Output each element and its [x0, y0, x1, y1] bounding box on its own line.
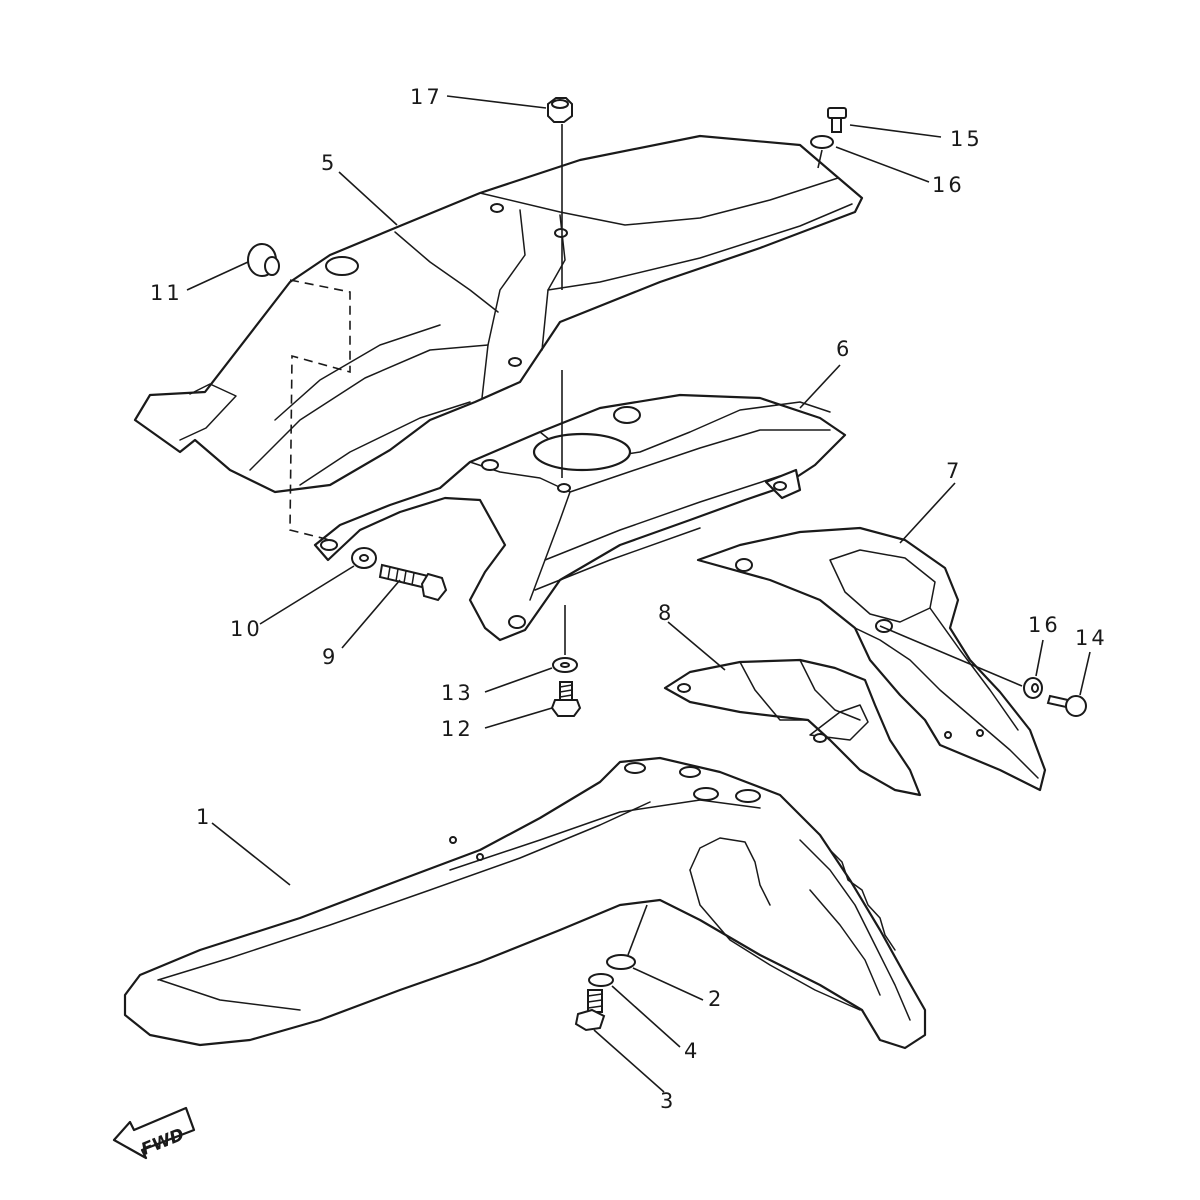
part-15-bolt: [827, 107, 847, 133]
callout-10: 10: [230, 617, 263, 641]
callout-11: 11: [150, 281, 183, 305]
assembly-lines: [289, 124, 1023, 956]
part-9-bolt: [378, 563, 448, 602]
part-10-collar: [351, 547, 377, 569]
part-16-washer-right: [1023, 677, 1043, 699]
callout-2: 2: [708, 987, 724, 1011]
part-17-nut: [547, 97, 573, 123]
part-4-washer: [588, 973, 614, 987]
callout-14: 14: [1075, 626, 1108, 650]
callout-15: 15: [950, 127, 983, 151]
callout-17: 17: [410, 85, 443, 109]
callout-3: 3: [660, 1089, 676, 1113]
fwd-direction-arrow: FWD: [112, 1106, 196, 1160]
callout-13: 13: [441, 681, 474, 705]
callout-labels: 17 5 11 15 16 6 7 8 16 14 10 9 13 12 1 2…: [150, 85, 1108, 1113]
callout-4: 4: [684, 1039, 700, 1063]
callout-8: 8: [658, 601, 674, 625]
part-8-flap: [663, 658, 922, 797]
leader-lines: [186, 95, 1091, 1093]
part-12-bolt: [550, 681, 582, 717]
part-1-rear-fender: [123, 756, 927, 1050]
callout-16-top: 16: [932, 173, 965, 197]
callout-16-right: 16: [1028, 613, 1061, 637]
callout-9: 9: [322, 645, 338, 669]
callout-12: 12: [441, 717, 474, 741]
part-3-bolt: [574, 989, 606, 1032]
part-13-washer: [552, 657, 578, 673]
part-11-grommet: [247, 243, 280, 277]
callout-7: 7: [946, 459, 962, 483]
part-5-rear-cover: [133, 134, 864, 494]
callout-6: 6: [836, 337, 852, 361]
part-7-side-cover: [696, 526, 1047, 792]
part-16-washer-top: [810, 135, 834, 149]
part-6-inner-fender: [313, 393, 847, 642]
callout-5: 5: [321, 151, 337, 175]
part-14-bolt: [1046, 694, 1087, 717]
part-2-washer: [606, 954, 636, 970]
callout-1: 1: [196, 805, 212, 829]
